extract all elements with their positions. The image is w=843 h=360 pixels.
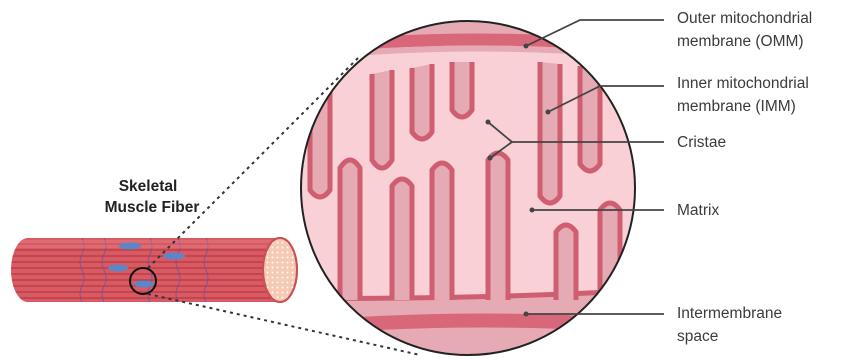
label-cristae: Cristae [677,134,726,151]
nucleus [108,265,128,272]
nucleus [163,253,185,260]
label-intermembrane-line2: space [677,328,718,345]
muscle-fiber [0,238,300,302]
label-imm-line1: Inner mitochondrial [677,75,809,92]
label-intermembrane-line1: Intermembrane [677,305,782,322]
label-imm-line2: membrane (IMM) [677,98,796,115]
fiber-title-line2: Muscle Fiber [105,199,200,216]
label-omm-line2: membrane (OMM) [677,33,804,50]
label-omm-line1: Outer mitochondrial [677,10,812,27]
mitochondrion-zoom [290,10,650,360]
fiber-title-line1: Skeletal [119,178,178,195]
label-matrix: Matrix [677,202,719,219]
nucleus [119,243,141,250]
nucleus [134,281,154,288]
